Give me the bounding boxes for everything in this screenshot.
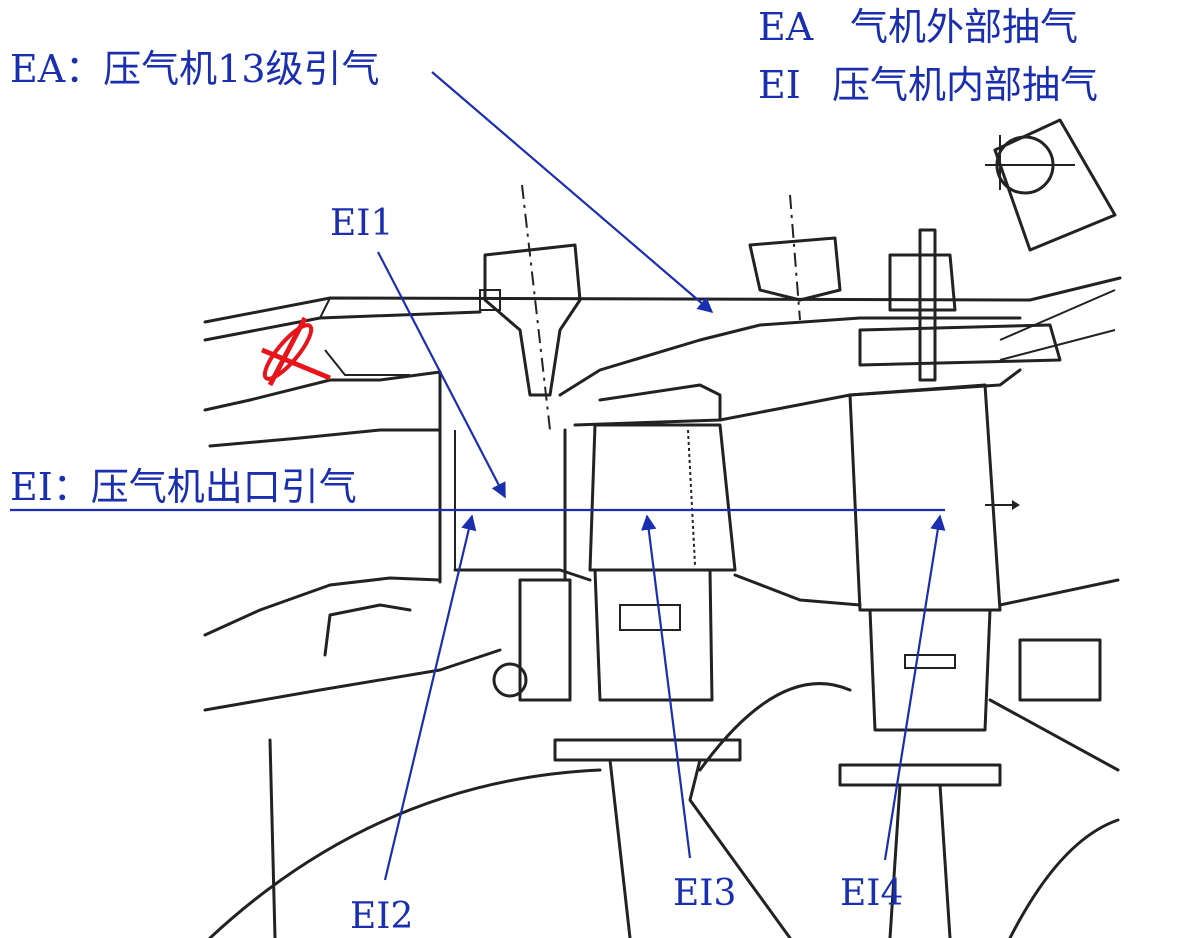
legend-ea-text: 气机外部抽气 [850, 5, 1078, 49]
ei1-leader [377, 251, 506, 499]
ea-leader [431, 71, 714, 314]
ea-stage13-label: EA：压气机13级引气 [10, 47, 380, 91]
legend-ei-text: 压气机内部抽气 [832, 63, 1098, 107]
ei4-leader [883, 514, 946, 861]
annotations: EA：压气机13级引气 EI：压气机出口引气 EI1 EI2 EI3 EI4 E… [10, 5, 1098, 937]
ei1-label: EI1 [330, 203, 393, 244]
ei2-label: EI2 [350, 896, 413, 937]
ei4-label: EI4 [840, 873, 903, 914]
ei3-label: EI3 [673, 873, 736, 914]
legend-ea-code: EA [758, 5, 814, 49]
legend-ei-code: EI [758, 63, 801, 107]
ei2-leader [383, 514, 477, 881]
engine-outline [203, 118, 1122, 938]
blocked-port-mark [261, 316, 331, 387]
ei3-leader [641, 514, 692, 859]
ei-outlet-label: EI：压气机出口引气 [10, 465, 357, 509]
